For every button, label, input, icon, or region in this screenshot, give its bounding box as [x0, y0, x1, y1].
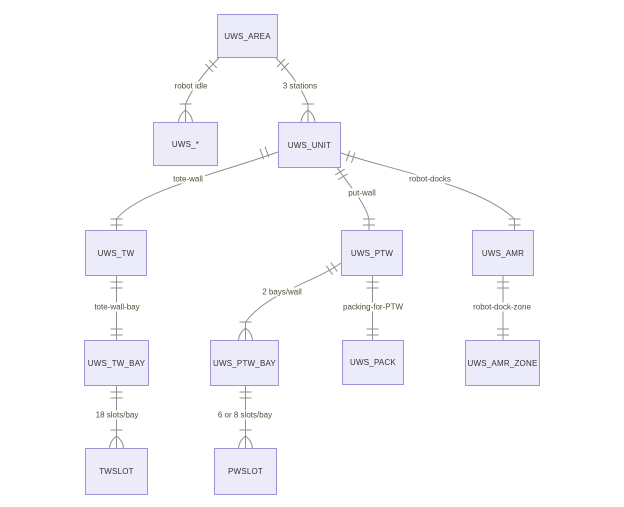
crow-foot-one-or-many-marker [109, 429, 124, 449]
exactly-one-marker [276, 58, 290, 72]
exactly-one-marker [325, 262, 338, 275]
edge-label-robot-idle: robot idle [172, 81, 210, 91]
edge-label-put-wall: put-wall [346, 188, 378, 198]
entity-label: UWS_PTW [350, 248, 394, 258]
edge-label-3-stations: 3 stations [280, 81, 320, 91]
exactly-one-marker [110, 328, 123, 336]
exactly-one-marker [366, 281, 379, 289]
edge-label-packing-for-ptw: packing-for-PTW [340, 302, 406, 312]
exactly-one-marker [110, 281, 123, 289]
exactly-one-marker [239, 391, 252, 399]
entity-uws-amr[interactable]: UWS_AMR [472, 230, 534, 276]
edge-put-wall [335, 166, 375, 230]
exactly-one-marker [345, 150, 356, 164]
entity-label: UWS_AMR [481, 248, 525, 258]
crow-foot-one-or-many-marker [238, 321, 253, 341]
entity-pwslot[interactable]: PWSLOT [214, 448, 277, 495]
entity-label: UWS_PACK [350, 358, 396, 367]
entity-label: PWSLOT [228, 467, 263, 476]
exactly-one-marker [259, 146, 270, 160]
entity-label: UWS_UNIT [287, 140, 332, 150]
entity-label: UWS_TW [97, 248, 135, 258]
entity-uws-ptw-bay[interactable]: UWS_PTW_BAY [210, 340, 279, 386]
edge-tote-wall [110, 146, 279, 230]
exactly-one-marker [335, 168, 348, 180]
entity-uws-unit[interactable]: UWS_UNIT [278, 122, 341, 168]
entity-label: UWS_AREA [224, 31, 271, 41]
entity-label: UWS_TW_BAY [87, 358, 146, 368]
entity-label: TWSLOT [99, 467, 134, 476]
edge-label-robot-docks: robot-docks [407, 174, 453, 184]
exactly-one-marker [110, 218, 123, 226]
edge-2-bays-wall [238, 262, 342, 341]
entity-uws-pack[interactable]: UWS_PACK [342, 340, 404, 385]
entity-label: UWS_PTW_BAY [213, 358, 276, 368]
entity-label: UWS_* [171, 139, 200, 149]
entity-uws-ptw[interactable]: UWS_PTW [341, 230, 403, 276]
crow-foot-one-or-many-marker [178, 103, 193, 123]
exactly-one-marker [363, 218, 375, 226]
entity-uws-tw[interactable]: UWS_TW [85, 230, 147, 276]
edge-label-18-slots-bay: 18 slots/bay [93, 410, 141, 420]
exactly-one-marker [204, 59, 218, 73]
edge-label-6-or-8-slots-bay: 6 or 8 slots/bay [215, 410, 275, 420]
exactly-one-marker [110, 391, 123, 399]
edge-label-robot-dock-zone: robot-dock-zone [471, 302, 533, 312]
entity-twslot[interactable]: TWSLOT [85, 448, 148, 495]
edge-label-2-bays-wall: 2 bays/wall [260, 287, 304, 297]
entity-uws-tw-bay[interactable]: UWS_TW_BAY [84, 340, 149, 386]
entity-label: UWS_AMR_ZONE [467, 358, 538, 368]
entity-uws-area[interactable]: UWS_AREA [217, 14, 278, 58]
edge-label-tote-wall: tote-wall [171, 174, 205, 184]
exactly-one-marker [497, 328, 509, 336]
exactly-one-marker [508, 218, 521, 226]
entity-uws-star[interactable]: UWS_* [153, 122, 218, 166]
edge-label-tote-wall-bay: tote-wall-bay [92, 302, 142, 312]
entity-uws-amr-zone[interactable]: UWS_AMR_ZONE [465, 340, 540, 386]
exactly-one-marker [366, 328, 379, 336]
crow-foot-one-or-many-marker [238, 429, 253, 449]
crow-foot-one-or-many-marker [300, 103, 316, 123]
exactly-one-marker [497, 281, 509, 289]
